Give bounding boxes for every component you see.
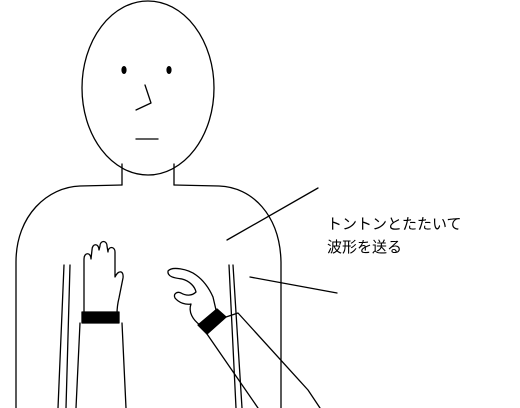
tapping-hand [167,267,217,326]
tapping-arm-sleeve [206,312,321,408]
raised-hand [83,240,124,315]
tapping-hand-cuff [197,308,227,335]
caption-line-1: トントンとたたいて [327,215,462,233]
nose [135,84,152,111]
pointer-line-upper [226,187,319,241]
left-arm-crease [57,264,71,408]
torso-outline [15,184,282,408]
right-arm-crease [228,264,243,408]
head-outline [81,0,215,176]
right-eye [166,66,172,74]
caption-line-2: 波形を送る [327,238,403,256]
raised-hand-cuff [81,311,120,324]
pointer-line-lower [249,276,338,294]
left-eye [121,66,127,74]
raised-arm-sleeve [75,322,127,408]
